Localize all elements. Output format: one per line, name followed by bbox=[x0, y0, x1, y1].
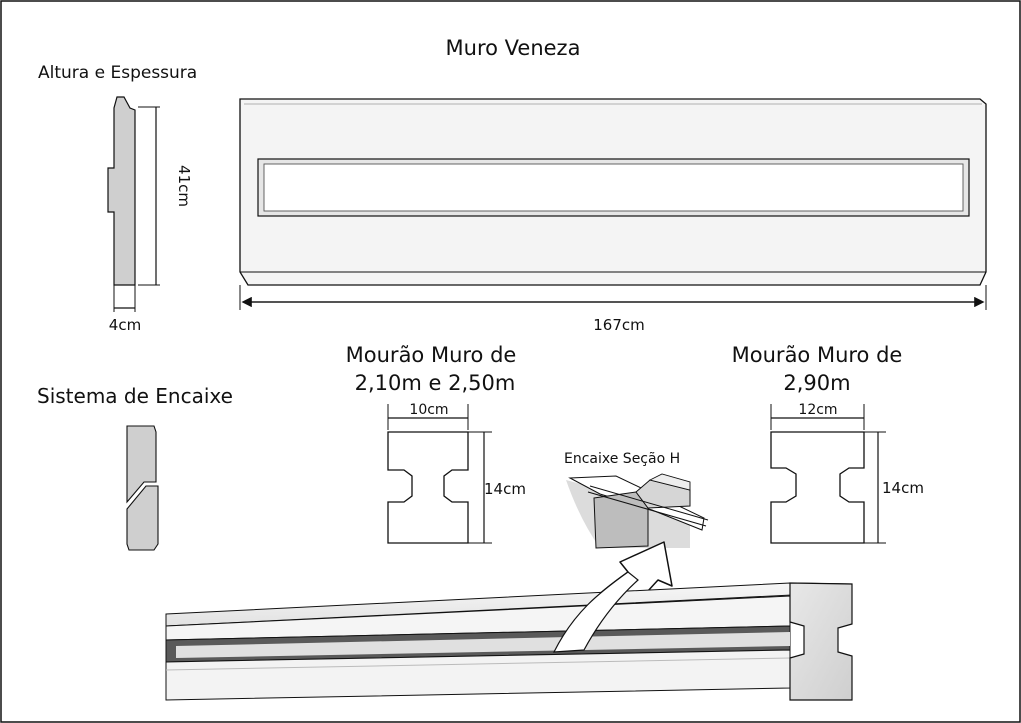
h-joint-detail: Encaixe Seção H bbox=[564, 451, 709, 549]
post-small-title-1: Mourão Muro de bbox=[346, 343, 517, 367]
post-small-width-label: 10cm bbox=[409, 402, 448, 418]
thickness-section: Altura e Espessura 41cm 4cm bbox=[38, 63, 197, 334]
height-label: 41cm bbox=[175, 165, 193, 207]
detail-arrow-overlap bbox=[552, 571, 639, 653]
post-large-h-profile bbox=[770, 431, 865, 544]
post-small-section: Mourão Muro de 2,10m e 2,50m 10cm 14cm bbox=[346, 343, 526, 544]
thickness-heading: Altura e Espessura bbox=[38, 63, 197, 83]
wall-panel: 167cm bbox=[239, 98, 987, 334]
post-small-title-2: 2,10m e 2,50m bbox=[355, 371, 516, 395]
post-large-width-label: 12cm bbox=[798, 402, 837, 418]
detail-label: Encaixe Seção H bbox=[564, 451, 680, 467]
post-small-h-profile bbox=[387, 431, 469, 544]
post-large-section: Mourão Muro de 2,90m 12cm 14cm bbox=[732, 343, 924, 544]
post-small-height-label: 14cm bbox=[484, 480, 526, 498]
post-large-title-2: 2,90m bbox=[783, 371, 850, 395]
thickness-label: 4cm bbox=[109, 316, 141, 334]
post-large-height-label: 14cm bbox=[882, 479, 924, 497]
detail-post-block bbox=[593, 491, 649, 549]
post-end-face bbox=[789, 582, 853, 701]
wall-section-profile bbox=[107, 96, 136, 286]
page-title: Muro Veneza bbox=[446, 36, 581, 60]
post-large-title-1: Mourão Muro de bbox=[732, 343, 903, 367]
joint-profile-upper bbox=[126, 425, 157, 504]
joint-profile-lower bbox=[126, 485, 159, 551]
post-perspective bbox=[165, 571, 853, 701]
joint-system-heading: Sistema de Encaixe bbox=[37, 384, 233, 408]
joint-system-section: Sistema de Encaixe bbox=[37, 384, 233, 551]
panel-width-label: 167cm bbox=[593, 316, 645, 334]
